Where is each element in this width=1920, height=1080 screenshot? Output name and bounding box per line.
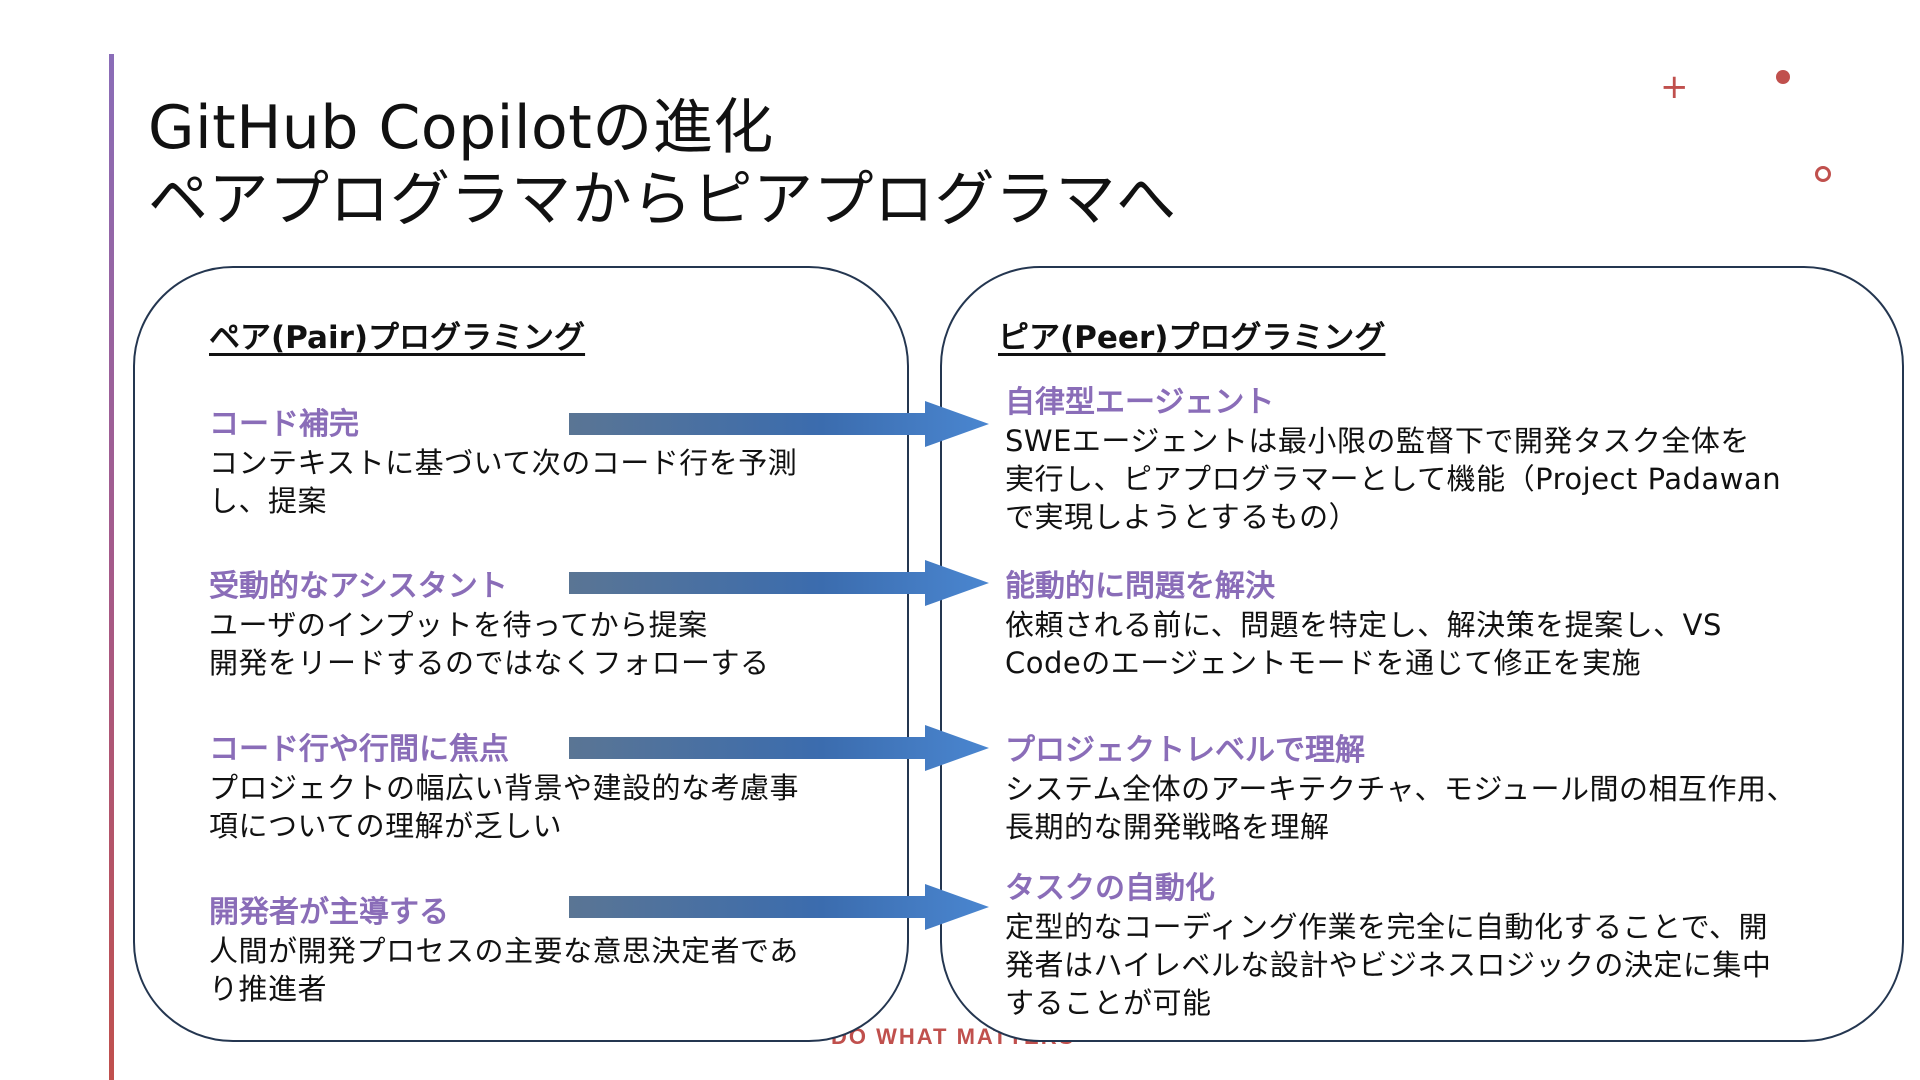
- peer-item-proactive-solving: 能動的に問題を解決 依頼される前に、問題を特定し、解決策を提案し、VS Code…: [1005, 568, 1885, 682]
- pair-item-line-focus: コード行や行間に焦点 プロジェクトの幅広い背景や建設的な考慮事 項についての理解…: [209, 731, 859, 845]
- pair-programming-heading: ペア(Pair)プログラミング: [209, 320, 586, 356]
- title-line-2: ペアプログラマからピアプログラマへ: [148, 165, 1177, 235]
- item-title: 能動的に問題を解決: [1005, 569, 1275, 604]
- item-desc-line: で実現しようとするもの）: [1005, 500, 1359, 534]
- item-desc-line: コンテキストに基づいて次のコード行を予測: [209, 446, 798, 480]
- item-title: 受動的なアシスタント: [209, 569, 508, 604]
- peer-item-project-understanding: プロジェクトレベルで理解 システム全体のアーキテクチャ、モジュール間の相互作用、…: [1005, 732, 1885, 846]
- item-desc-line: システム全体のアーキテクチャ、モジュール間の相互作用、: [1005, 772, 1796, 806]
- item-title: 開発者が主導する: [209, 895, 449, 930]
- peer-item-task-automation: タスクの自動化 定型的なコーディング作業を完全に自動化することで、開 発者はハイ…: [1005, 870, 1885, 1022]
- ring-decoration-icon: [1815, 166, 1831, 182]
- dot-decoration-icon: [1776, 70, 1790, 84]
- right-arrow-icon: [569, 884, 989, 930]
- slide-title: GitHub Copilotの進化 ペアプログラマからピアプログラマへ: [148, 92, 1177, 236]
- accent-bar: [109, 54, 114, 1080]
- item-description: 依頼される前に、問題を特定し、解決策を提案し、VS Codeのエージェントモード…: [1005, 606, 1885, 682]
- item-title: コード行や行間に焦点: [209, 732, 509, 767]
- pair-programming-panel: ペア(Pair)プログラミング コード補完 コンテキストに基づいて次のコード行を…: [133, 266, 909, 1042]
- peer-item-autonomous-agent: 自律型エージェント SWEエージェントは最小限の監督下で開発タスク全体を 実行し…: [1005, 384, 1885, 536]
- item-desc-line: することが可能: [1005, 986, 1212, 1020]
- item-desc-line: 開発をリードするのではなくフォローする: [209, 646, 770, 680]
- item-desc-line: り推進者: [209, 972, 328, 1006]
- item-description: システム全体のアーキテクチャ、モジュール間の相互作用、 長期的な開発戦略を理解: [1005, 770, 1885, 846]
- item-title: コード補完: [209, 407, 359, 442]
- peer-programming-heading: ピア(Peer)プログラミング: [998, 320, 1386, 356]
- item-desc-line: し、提案: [209, 484, 328, 518]
- item-desc-line: 実行し、ピアプログラマーとして機能（Project Padawan: [1005, 462, 1782, 496]
- item-desc-line: 依頼される前に、問題を特定し、解決策を提案し、VS: [1005, 608, 1722, 642]
- item-title: プロジェクトレベルで理解: [1005, 733, 1365, 768]
- item-description: 人間が開発プロセスの主要な意思決定者であ り推進者: [209, 932, 859, 1008]
- right-arrow-icon: [569, 401, 989, 447]
- peer-programming-panel: ピア(Peer)プログラミング 自律型エージェント SWEエージェントは最小限の…: [940, 266, 1904, 1042]
- item-title: 自律型エージェント: [1005, 385, 1275, 420]
- item-description: プロジェクトの幅広い背景や建設的な考慮事 項についての理解が乏しい: [209, 769, 859, 845]
- item-desc-line: Codeのエージェントモードを通じて修正を実施: [1005, 646, 1642, 680]
- item-desc-line: ユーザのインプットを待ってから提案: [209, 608, 708, 642]
- pair-item-developer-led: 開発者が主導する 人間が開発プロセスの主要な意思決定者であ り推進者: [209, 894, 859, 1008]
- item-desc-line: 長期的な開発戦略を理解: [1005, 810, 1330, 844]
- item-desc-line: 発者はハイレベルな設計やビジネスロジックの決定に集中: [1005, 948, 1772, 982]
- item-description: 定型的なコーディング作業を完全に自動化することで、開 発者はハイレベルな設計やビ…: [1005, 908, 1885, 1022]
- item-desc-line: 人間が開発プロセスの主要な意思決定者であ: [209, 934, 799, 968]
- right-arrow-icon: [569, 560, 989, 606]
- item-description: ユーザのインプットを待ってから提案 開発をリードするのではなくフォローする: [209, 606, 859, 682]
- item-desc-line: SWEエージェントは最小限の監督下で開発タスク全体を: [1005, 424, 1750, 458]
- right-arrow-icon: [569, 725, 989, 771]
- plus-decoration-icon: +: [1660, 67, 1689, 107]
- item-description: コンテキストに基づいて次のコード行を予測 し、提案: [209, 444, 859, 520]
- item-desc-line: プロジェクトの幅広い背景や建設的な考慮事: [209, 771, 800, 805]
- item-desc-line: 項についての理解が乏しい: [209, 809, 563, 843]
- pair-item-code-completion: コード補完 コンテキストに基づいて次のコード行を予測 し、提案: [209, 406, 859, 520]
- item-title: タスクの自動化: [1005, 871, 1215, 906]
- title-line-1: GitHub Copilotの進化: [148, 93, 774, 163]
- pair-item-passive-assistant: 受動的なアシスタント ユーザのインプットを待ってから提案 開発をリードするのでは…: [209, 568, 859, 682]
- item-description: SWEエージェントは最小限の監督下で開発タスク全体を 実行し、ピアプログラマーと…: [1005, 422, 1885, 536]
- item-desc-line: 定型的なコーディング作業を完全に自動化することで、開: [1005, 910, 1768, 944]
